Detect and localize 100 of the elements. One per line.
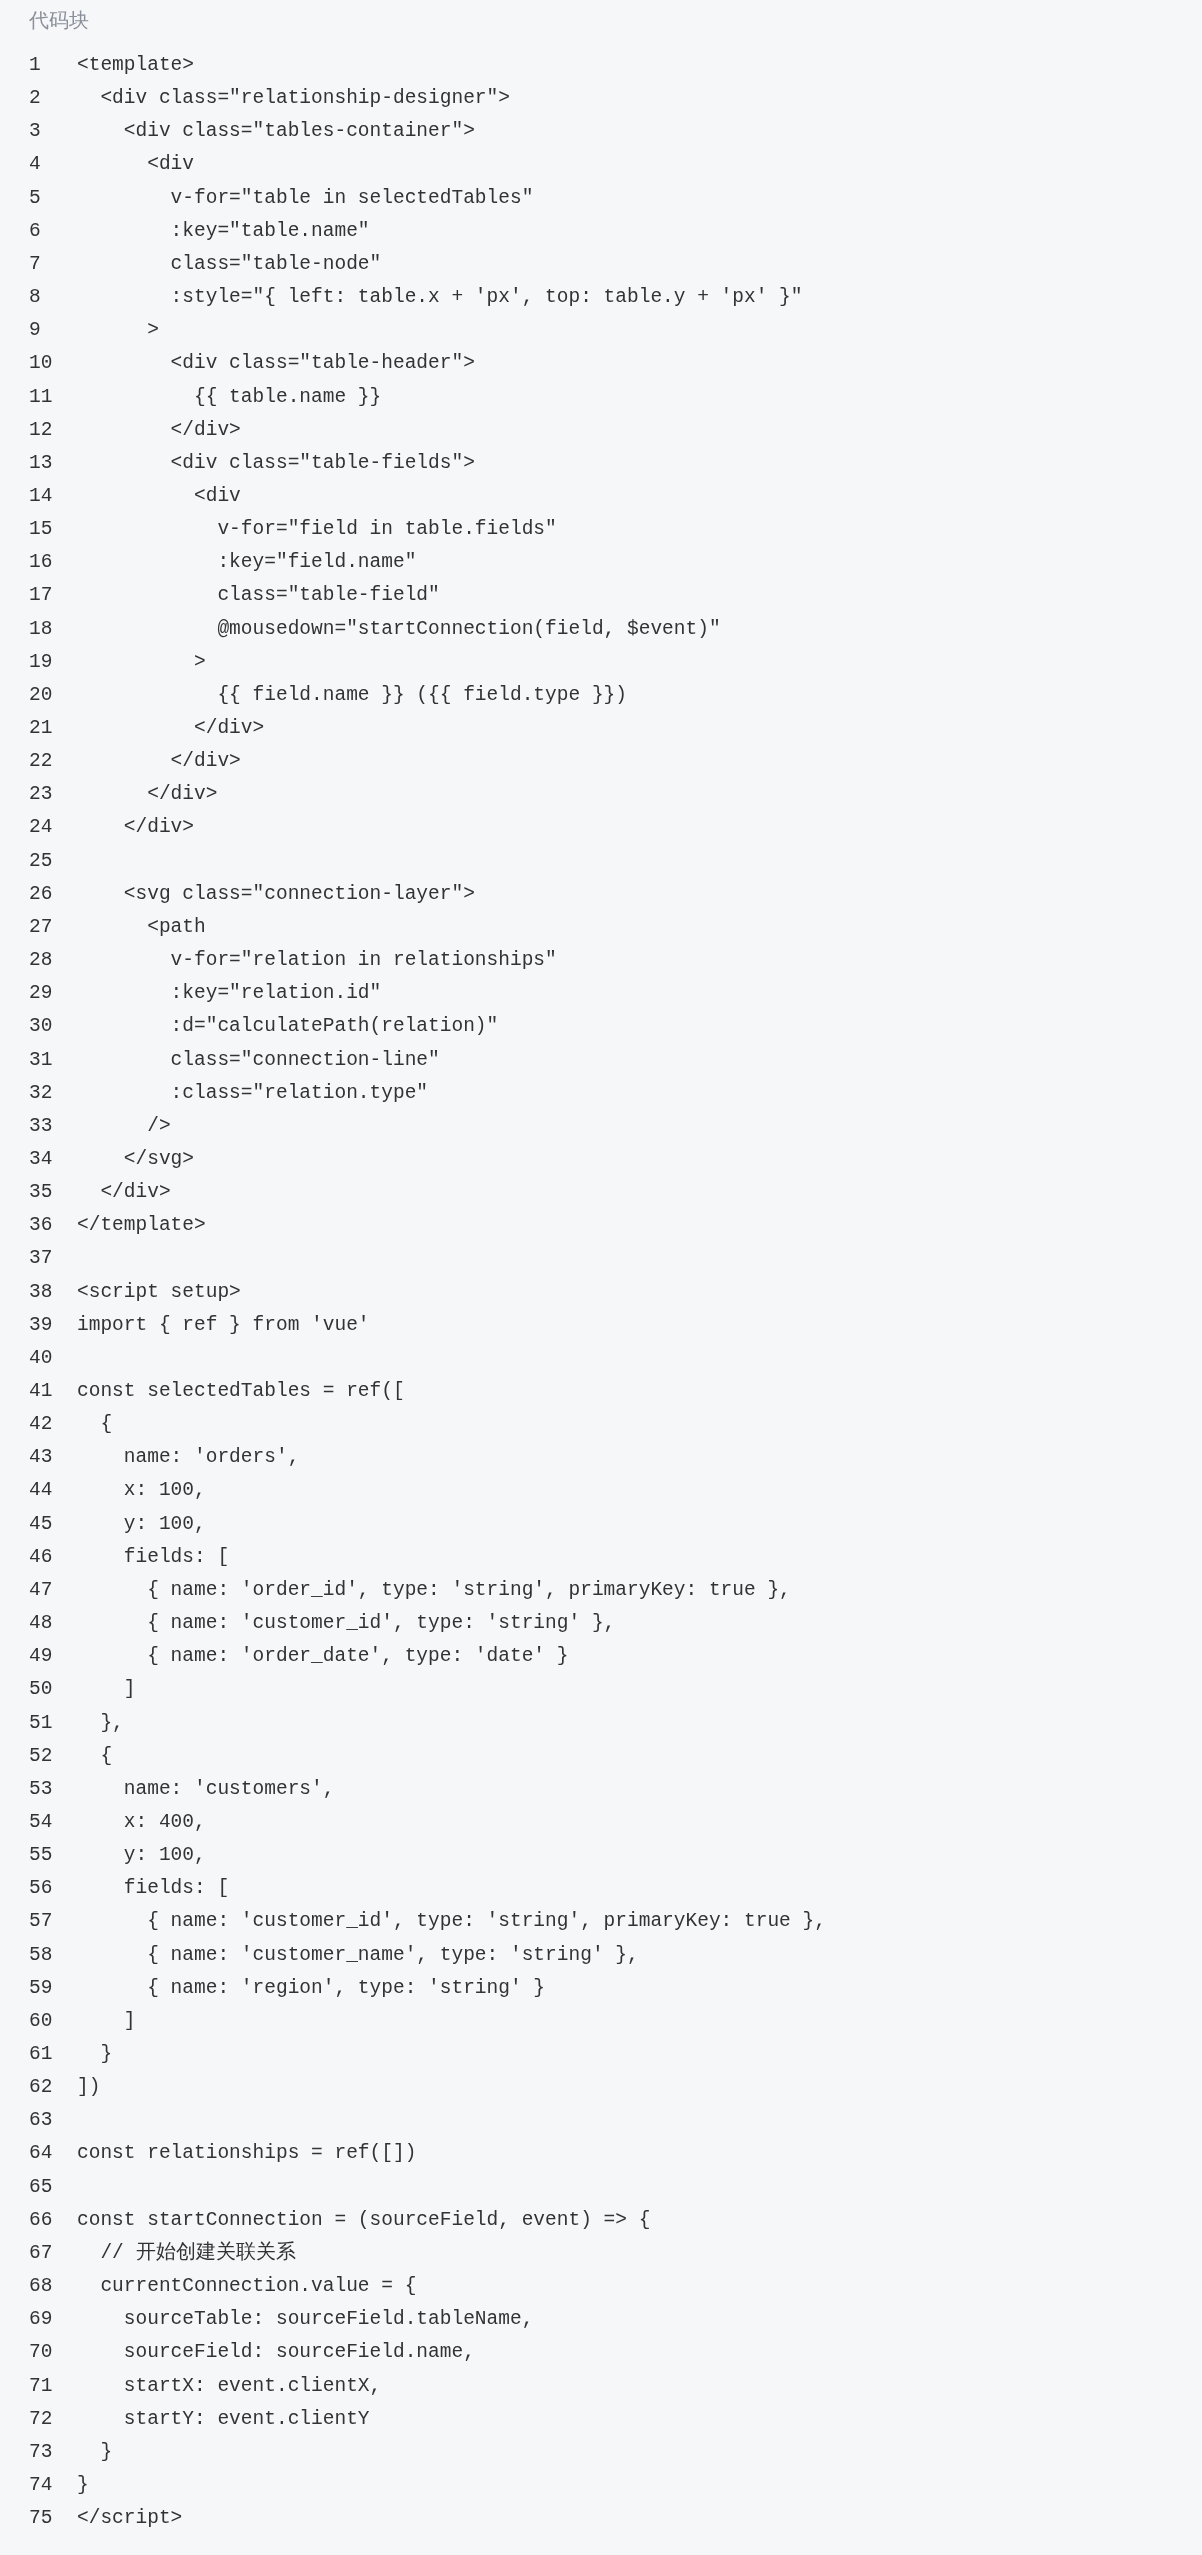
code-line: startY: event.clientY [122, 2406, 370, 2432]
line-number: 19 [29, 649, 53, 675]
code-line: <path [146, 914, 206, 940]
line-number: 54 [29, 1809, 53, 1835]
line-number: 31 [29, 1047, 53, 1073]
line-number: 34 [29, 1146, 53, 1172]
line-number: 68 [29, 2274, 53, 2300]
line-number: 73 [29, 2439, 53, 2465]
line-number: 8 [29, 285, 41, 311]
line-number: 62 [29, 2075, 53, 2101]
line-number: 50 [29, 1677, 53, 1703]
code-line: { [99, 1743, 113, 1769]
code-line: </div> [122, 815, 195, 841]
line-number: 71 [29, 2373, 53, 2399]
line-number: 25 [29, 848, 53, 874]
line-number: 5 [29, 185, 41, 211]
code-line: y: 100, [122, 1843, 206, 1869]
code-line: @mousedown="startConnection(field, $event)" [216, 616, 721, 642]
code-line: { name: 'order_id', type: 'string', primaryKey: true }, [146, 1577, 791, 1603]
code-line: <div [146, 152, 195, 178]
line-number: 55 [29, 1843, 53, 1869]
line-number: 13 [29, 450, 53, 476]
line-number: 41 [29, 1379, 53, 1404]
line-number: 6 [29, 218, 41, 244]
code-line: </div> [146, 782, 218, 808]
line-number: 32 [29, 1080, 53, 1106]
code-line: const relationships = ref([]) [77, 2141, 417, 2167]
line-number: 18 [29, 616, 53, 642]
code-line: :key="table.name" [169, 218, 370, 244]
code-line: const startConnection = (sourceField, event) => { [77, 2207, 651, 2233]
code-line: :d="calculatePath(relation)" [169, 1014, 499, 1040]
code-line: fields: [ [122, 1544, 230, 1570]
line-number: 22 [29, 749, 53, 775]
line-number: 4 [29, 152, 41, 178]
code-line: > [193, 649, 206, 675]
line-number: 45 [29, 1511, 53, 1537]
code-line: }, [99, 1710, 124, 1736]
line-number: 49 [29, 1644, 53, 1670]
code-line: name: 'orders', [122, 1445, 300, 1471]
code-line: fields: [ [122, 1876, 230, 1902]
line-number: 30 [29, 1014, 53, 1040]
line-number: 37 [29, 1246, 53, 1272]
line-number: 61 [29, 2042, 53, 2067]
line-number: 24 [29, 815, 53, 841]
code-line: </div> [99, 1180, 171, 1206]
line-number: 44 [29, 1478, 53, 1504]
line-number: 26 [29, 881, 53, 907]
code-line: { name: 'customer_id', type: 'string', primaryKey: true }, [146, 1909, 826, 1935]
code-line: </div> [193, 716, 265, 741]
code-line: class="table-field" [216, 583, 440, 609]
line-number: 17 [29, 583, 53, 609]
line-number: 74 [29, 2472, 53, 2498]
code-line: v-for="relation in relationships" [169, 948, 557, 974]
code-line: import { ref } from 'vue' [77, 1312, 370, 1338]
line-number: 1 [29, 53, 41, 78]
code-line: sourceTable: sourceField.tableName, [122, 2307, 534, 2333]
code-line: </script> [77, 2506, 183, 2532]
line-number: 70 [29, 2340, 53, 2366]
line-number: 11 [29, 384, 53, 410]
line-number: 9 [29, 318, 41, 344]
code-line: sourceField: sourceField.name, [122, 2340, 475, 2366]
code-line: </svg> [122, 1146, 195, 1172]
code-line: class="table-node" [169, 251, 382, 277]
line-number: 72 [29, 2406, 53, 2432]
code-line: <div class="relationship-designer"> [99, 86, 510, 112]
code-line: { name: 'region', type: 'string' } [146, 1975, 546, 2001]
code-line: > [146, 318, 159, 344]
code-line: v-for="field in table.fields" [216, 517, 557, 543]
code-line: class="connection-line" [169, 1047, 440, 1073]
code-line: :key="relation.id" [169, 981, 382, 1007]
code-line: <div class="table-fields"> [169, 450, 475, 476]
code-line: ] [122, 2008, 136, 2034]
line-number: 51 [29, 1710, 53, 1736]
line-number: 38 [29, 1279, 53, 1305]
line-number: 23 [29, 782, 53, 808]
code-line: <template> [77, 53, 195, 78]
line-number: 43 [29, 1445, 53, 1471]
code-line: y: 100, [122, 1511, 206, 1537]
code-line: <div class="tables-container"> [122, 119, 475, 145]
line-number: 46 [29, 1544, 53, 1570]
code-line: {{ field.name }} ({{ field.type }}) [216, 682, 627, 708]
code-line: startX: event.clientX, [122, 2373, 382, 2399]
line-number: 15 [29, 517, 53, 543]
code-line: </div> [169, 749, 241, 775]
line-number: 52 [29, 1743, 53, 1769]
line-number: 14 [29, 483, 53, 509]
code-line: </div> [169, 417, 241, 443]
line-number: 67 [29, 2240, 53, 2266]
code-line: } [99, 2439, 113, 2465]
code-line: currentConnection.value = { [99, 2274, 417, 2300]
line-number: 21 [29, 716, 53, 741]
line-number: 59 [29, 1975, 53, 2001]
line-number: 60 [29, 2008, 53, 2034]
code-line: :style="{ left: table.x + 'px', top: table.y + 'px' }" [169, 285, 803, 311]
line-number: 64 [29, 2141, 53, 2167]
line-number: 10 [29, 351, 53, 377]
line-number: 53 [29, 1776, 53, 1802]
line-number: 20 [29, 682, 53, 708]
code-line: ]) [77, 2075, 101, 2101]
code-line: <div class="table-header"> [169, 351, 475, 377]
